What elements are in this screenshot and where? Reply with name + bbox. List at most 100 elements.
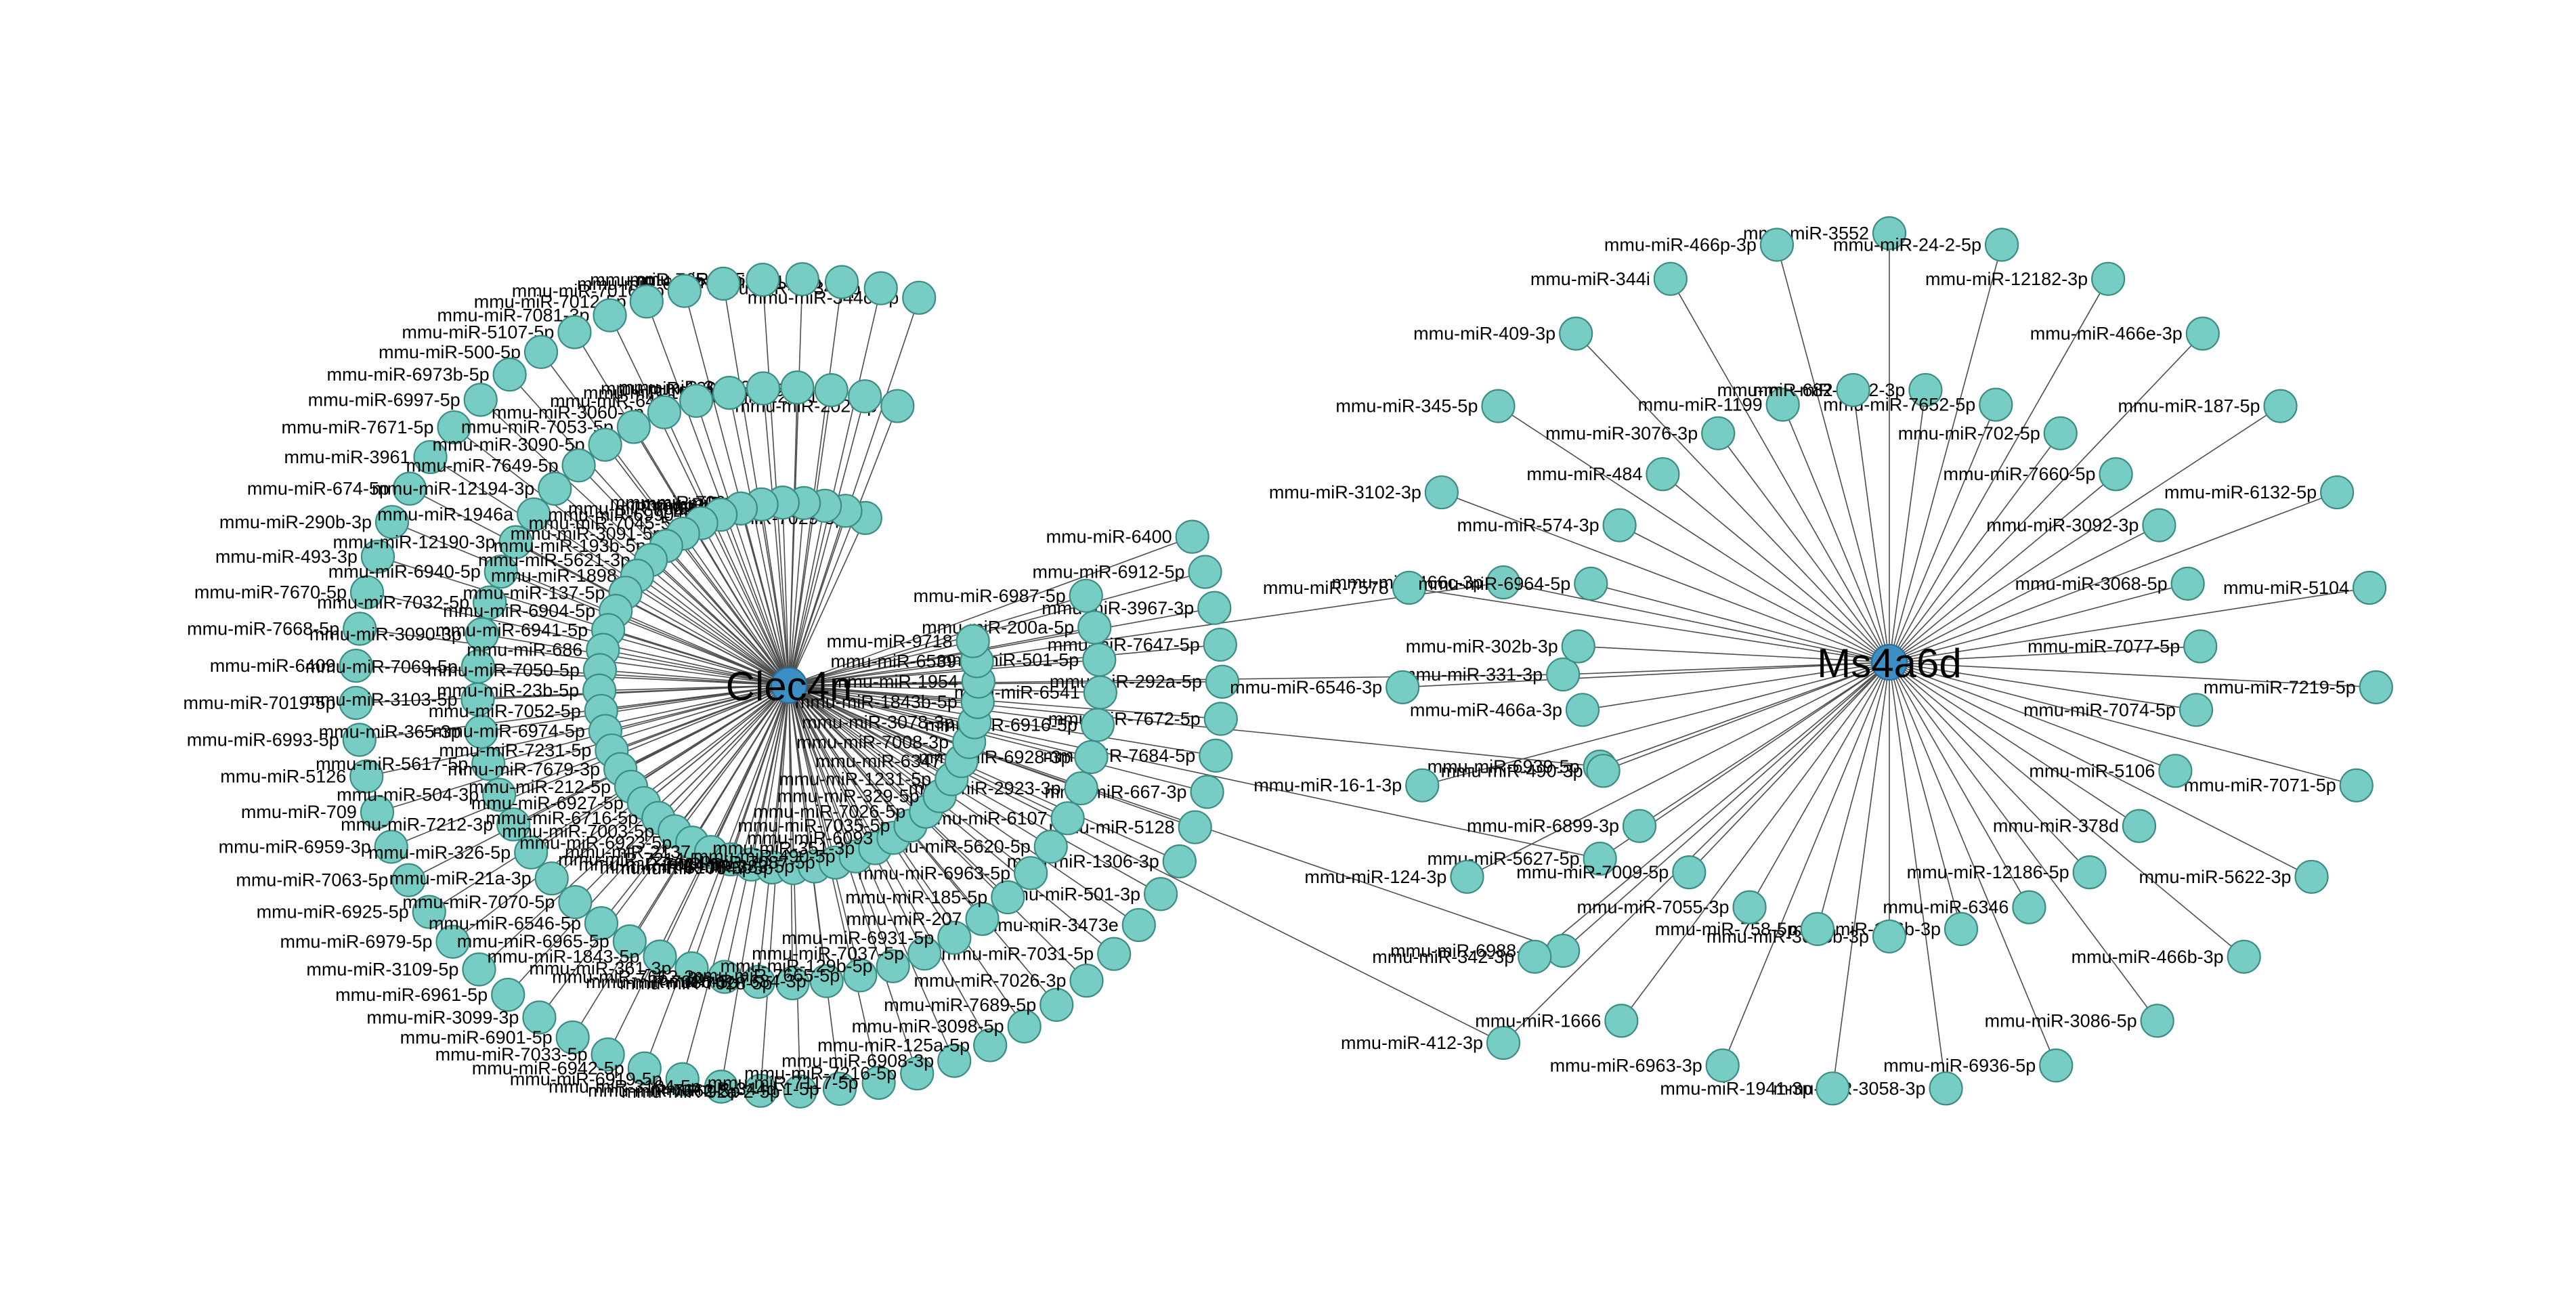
mirna-node-mmu-mir-5622-3p[interactable]: mmu-miR-5622-3p — [2139, 859, 2329, 894]
mirna-node-mmu-mir-1666[interactable]: mmu-miR-1666 — [1475, 1004, 1639, 1038]
mirna-node-mmu-mir-674-5p[interactable]: mmu-miR-674-5p — [247, 471, 427, 506]
mirna-node-mmu-mir-466e-3p[interactable]: mmu-miR-466e-3p — [2030, 316, 2220, 351]
mirna-node-mmu-mir-7671-5p[interactable]: mmu-miR-7671-5p — [281, 410, 471, 445]
mirna-node-mmu-mir-3104-5p[interactable]: mmu-miR-3104-5p — [549, 1069, 739, 1104]
mirna-node-mmu-mir-361-3p[interactable]: mmu-miR-361-3p — [529, 951, 709, 986]
mirna-node-mmu-mir-7070-5p[interactable]: mmu-miR-7070-5p — [402, 885, 593, 920]
mirna-node-mmu-mir-7668-5p[interactable]: mmu-miR-7668-5p — [187, 611, 377, 646]
mirna-node-mmu-mir-6107[interactable]: mmu-miR-6107 — [922, 801, 1085, 836]
mirna-node-mmu-mir-6409[interactable]: mmu-miR-6409 — [210, 649, 373, 683]
mirna-node-mmu-mir-187-5p[interactable]: mmu-miR-187-5p — [2118, 389, 2298, 423]
mirna-node-mmu-mir-3092-3p[interactable]: mmu-miR-3092-3p — [1986, 508, 2176, 542]
mirna-node-mmu-mir-7028-5p[interactable]: mmu-miR-7028-5p — [620, 966, 810, 1001]
mirna-node-mmu-mir-7054-5p[interactable]: mmu-miR-7054-5p — [630, 262, 819, 297]
mirna-node-mmu-mir-124-3p[interactable]: mmu-miR-124-3p — [1304, 859, 1484, 894]
mirna-node-mmu-mir-23b-5p[interactable]: mmu-miR-23b-5p — [437, 673, 617, 708]
mirna-node-mmu-mir-92a-2-5p[interactable]: mmu-miR-92a-2-5p — [622, 1074, 817, 1109]
mirna-node-mmu-mir-7032-5p[interactable]: mmu-miR-7032-5p — [317, 585, 507, 620]
mirna-node-mmu-mir-7670-5p[interactable]: mmu-miR-7670-5p — [194, 575, 385, 609]
mirna-node-mmu-mir-7117-5p[interactable]: mmu-miR-7117-5p — [708, 1065, 896, 1100]
mirna-node-mmu-mir-3068-5p[interactable]: mmu-miR-3068-5p — [2015, 566, 2205, 601]
mirna-node-mmu-mir-7045-5p[interactable]: mmu-miR-7045-5p — [529, 506, 718, 540]
mirna-node-mmu-mir-412-3p[interactable]: mmu-miR-412-3p — [1341, 1025, 1521, 1060]
mirna-node-mmu-mir-7689-5p[interactable]: mmu-miR-7689-5p — [884, 987, 1074, 1022]
mirna-node-mmu-mir-702-5p[interactable]: mmu-miR-702-5p — [1898, 416, 2078, 450]
mirna-node-mmu-mir-3078-3p[interactable]: mmu-miR-3078-3p — [802, 705, 992, 739]
mirna-node-mmu-mir-7662-3p[interactable]: mmu-miR-7662-3p — [552, 960, 742, 994]
mirna-node-mmu-mir-3091-5p[interactable]: mmu-miR-3091-5p — [511, 516, 700, 551]
mirna-node-mmu-mir-7069-5p[interactable]: mmu-miR-7069-5p — [305, 649, 495, 684]
mirna-node-mmu-mir-7649-5p[interactable]: mmu-miR-7649-5p — [406, 448, 596, 483]
mirna-node-mmu-mir-6961-5p[interactable]: mmu-miR-6961-5p — [335, 977, 525, 1012]
mirna-node-mmu-mir-7662-5p[interactable]: mmu-miR-7662-5p — [588, 1073, 778, 1108]
mirna-node-mmu-mir-504-3p[interactable]: mmu-miR-504-3p — [337, 777, 517, 812]
mirna-node-mmu-mir-409-3p[interactable]: mmu-miR-409-3p — [1413, 316, 1593, 351]
mirna-node-mmu-mir-6927-5p[interactable]: mmu-miR-6927-5p — [471, 786, 661, 821]
mirna-node-mmu-mir-574-3p[interactable]: mmu-miR-574-3p — [1457, 508, 1637, 542]
mirna-node-mmu-mir-3083b-3p[interactable]: mmu-miR-3083b-3p — [1706, 919, 1907, 953]
mirna-node-mmu-mir-6908-3p[interactable]: mmu-miR-6908-3p — [781, 1044, 972, 1078]
mirna-node-mmu-mir-302b-3p[interactable]: mmu-miR-302b-3p — [1406, 629, 1595, 664]
mirna-node-mmu-mir-3099-3p[interactable]: mmu-miR-3099-3p — [366, 1000, 557, 1035]
mirna-node-mmu-mir-5126[interactable]: mmu-miR-5126 — [220, 759, 384, 794]
mirna-node-mmu-mir-7578[interactable]: mmu-miR-7578 — [1263, 570, 1427, 605]
mirna-node-mmu-mir-292a-5p[interactable]: mmu-miR-292a-5p — [1050, 664, 1240, 699]
mirna-node-mmu-mir-12182-3p[interactable]: mmu-miR-12182-3p — [1925, 261, 2126, 296]
mirna-node-mmu-mir-344d-1-5p[interactable]: mmu-miR-344d-1-5p — [651, 1071, 857, 1106]
mirna-node-mmu-mir-7077-5p[interactable]: mmu-miR-7077-5p — [2027, 629, 2218, 664]
mirna-node-mmu-mir-6942-5p[interactable]: mmu-miR-6942-5p — [472, 1051, 662, 1086]
mirna-node-mmu-mir-6716-5p[interactable]: mmu-miR-6716-5p — [486, 800, 676, 836]
mirna-node-mmu-mir-12190-3p[interactable]: mmu-miR-12190-3p — [332, 525, 533, 559]
mirna-node-mmu-mir-709[interactable]: mmu-miR-709 — [241, 795, 395, 830]
mirna-node-mmu-mir-7665-5p[interactable]: mmu-miR-7665-5p — [687, 958, 878, 993]
mirna-node-mmu-mir-5617-5p[interactable]: mmu-miR-5617-5p — [316, 746, 506, 781]
mirna-node-mmu-mir-466p-3p[interactable]: mmu-miR-466p-3p — [1604, 228, 1795, 262]
mirna-node-mmu-mir-3086-5p[interactable]: mmu-miR-3086-5p — [1985, 1004, 2174, 1038]
mirna-node-mmu-mir-290b-3p[interactable]: mmu-miR-290b-3p — [219, 505, 410, 539]
mirna-node-mmu-mir-7214-5p[interactable]: mmu-miR-7214-5p — [558, 842, 748, 877]
mirna-node-mmu-mir-351-3p[interactable]: mmu-miR-351-3p — [712, 831, 893, 865]
mirna-node-mmu-mir-3090-5p[interactable]: mmu-miR-3090-5p — [433, 427, 622, 462]
mirna-node-mmu-mir-3076-3p[interactable]: mmu-miR-3076-3p — [1545, 416, 1736, 450]
mirna-node-mmu-mir-16-1-3p[interactable]: mmu-miR-16-1-3p — [1253, 768, 1440, 802]
mirna-node-mmu-mir-6899-3p[interactable]: mmu-miR-6899-3p — [1467, 809, 1657, 843]
mirna-node-mmu-mir-137-5p[interactable]: mmu-miR-137-5p — [463, 576, 643, 610]
mirna-node-mmu-mir-6940-5p[interactable]: mmu-miR-6940-5p — [328, 555, 518, 589]
mirna-node-mmu-mir-7684-5p[interactable]: mmu-miR-7684-5p — [1043, 738, 1233, 773]
mirna-node-mmu-mir-326-5p[interactable]: mmu-miR-326-5p — [368, 835, 549, 870]
mirna-node-mmu-mir-6132-5p[interactable]: mmu-miR-6132-5p — [2164, 475, 2355, 510]
mirna-node-mmu-mir-342-3p[interactable]: mmu-miR-342-3p — [1372, 939, 1552, 974]
mirna-node-mmu-mir-7033-5p[interactable]: mmu-miR-7033-5p — [435, 1037, 625, 1072]
mirna-node-mmu-mir-9718[interactable]: mmu-miR-9718 — [827, 624, 990, 658]
mirna-node-mmu-mir-3967-3p[interactable]: mmu-miR-3967-3p — [1042, 591, 1232, 625]
mirna-node-mmu-mir-7008-3p[interactable]: mmu-miR-7008-3p — [796, 725, 987, 759]
mirna-node-mmu-mir-6346[interactable]: mmu-miR-6346 — [1883, 890, 2046, 924]
mirna-node-mmu-mir-6912-5p[interactable]: mmu-miR-6912-5p — [1032, 555, 1222, 589]
mirna-node-mmu-mir-7212-3p[interactable]: mmu-miR-7212-3p — [341, 807, 531, 842]
mirna-node-mmu-mir-7063-5p[interactable]: mmu-miR-7063-5p — [236, 863, 426, 897]
mirna-node-mmu-mir-5627-5p[interactable]: mmu-miR-5627-5p — [1427, 841, 1617, 876]
mirna-node-mmu-mir-7037-5p[interactable]: mmu-miR-7037-5p — [752, 937, 942, 971]
mirna-node-mmu-mir-7009-5p[interactable]: mmu-miR-7009-5p — [1516, 855, 1706, 890]
mirna-node-mmu-mir-5107-5p[interactable]: mmu-miR-5107-5p — [402, 315, 592, 349]
mirna-node-mmu-mir-24-2-5p[interactable]: mmu-miR-24-2-5p — [1833, 228, 2019, 262]
mirna-node-mmu-mir-207[interactable]: mmu-miR-207 — [846, 901, 1000, 937]
mirna-node-mmu-mir-212-5p[interactable]: mmu-miR-212-5p — [469, 769, 649, 804]
mirna-node-mmu-mir-7231-5p[interactable]: mmu-miR-7231-5p — [439, 733, 629, 768]
mirna-node-mmu-mir-7055-3p[interactable]: mmu-miR-7055-3p — [1576, 890, 1767, 924]
mirna-node-mmu-mir-7026-5p[interactable]: mmu-miR-7026-5p — [753, 794, 943, 829]
mirna-node-mmu-mir-378d[interactable]: mmu-miR-378d — [1993, 809, 2157, 843]
mirna-node-mmu-mir-6931-5p[interactable]: mmu-miR-6931-5p — [781, 920, 972, 955]
mirna-node-mmu-mir-7052-5p[interactable]: mmu-miR-7052-5p — [429, 693, 618, 728]
mirna-node-mmu-mir-6979-5p[interactable]: mmu-miR-6979-5p — [280, 924, 470, 959]
mirna-node-mmu-mir-344i[interactable]: mmu-miR-344i — [1530, 261, 1688, 296]
mirna-node-mmu-mir-7053-5p[interactable]: mmu-miR-7053-5p — [461, 410, 651, 444]
mirna-node-mmu-mir-7071-5p[interactable]: mmu-miR-7071-5p — [2184, 768, 2374, 802]
mirna-node-mmu-mir-3473e[interactable]: mmu-miR-3473e — [983, 907, 1156, 943]
mirna-node-mmu-mir-383-5p[interactable]: mmu-miR-383-5p — [652, 849, 832, 884]
mirna-node-mmu-mir-466b-3p[interactable]: mmu-miR-466b-3p — [2071, 939, 2261, 974]
mirna-node-mmu-mir-7679-3p[interactable]: mmu-miR-7679-3p — [448, 752, 638, 786]
mirna-node-mmu-mir-185-5p[interactable]: mmu-miR-185-5p — [845, 880, 1025, 915]
mirna-node-mmu-mir-7074-5p[interactable]: mmu-miR-7074-5p — [2023, 693, 2214, 727]
mirna-node-mmu-mir-682[interactable]: mmu-miR-682 — [1717, 372, 1870, 408]
